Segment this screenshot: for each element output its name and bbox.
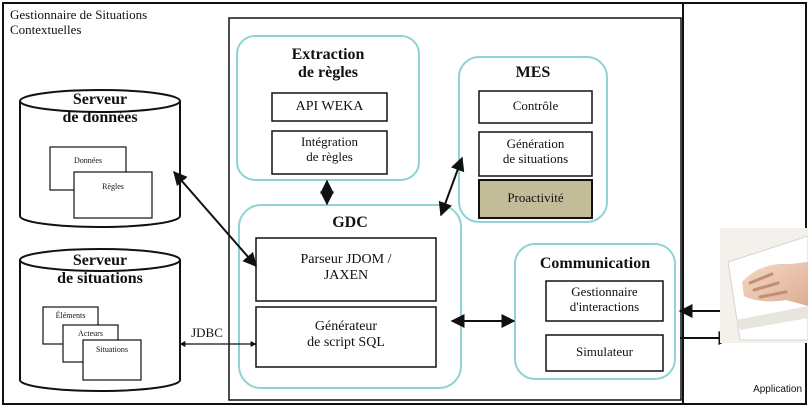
panel-gdc: [238, 204, 462, 389]
db-donnees-title-1: Serveur: [72, 91, 128, 108]
box-parseur: [255, 237, 437, 302]
doc-elements-label: Éléments: [55, 311, 86, 320]
generation-label-2: de situations: [502, 150, 569, 166]
doc-donnees-label: Données: [74, 156, 102, 165]
db-situations-title-2: de situations: [57, 270, 143, 288]
gestionnaire-label-1: Gestionnaire: [571, 284, 638, 299]
box-generation: [478, 131, 593, 177]
doc-situations: [82, 339, 142, 381]
doc-situations-label: Situations: [95, 345, 128, 354]
application-label: Application: [753, 384, 802, 395]
parseur-label-2: JAXEN: [323, 268, 369, 284]
arrow-donnees-parseur: [173, 170, 257, 268]
db-donnees-title-2: de données: [62, 109, 138, 127]
title-line-2: Contextuelles: [10, 21, 82, 37]
diagram-title: Gestionnaire de Situations Contextuelles: [10, 7, 220, 38]
parseur-label: Parseur JDOM / JAXEN: [256, 252, 436, 284]
extraction-title-1: Extraction: [291, 46, 365, 63]
extraction-title-2: de règles: [298, 64, 358, 82]
box-api-weka: [271, 92, 388, 122]
communication-title: Communication: [539, 255, 651, 272]
arrow-gdc-mes: [438, 156, 465, 217]
gestionnaire-label-2: d'interactions: [569, 298, 640, 314]
doc-regles: [73, 171, 153, 219]
generateur-label-1: Générateur: [314, 319, 378, 334]
application-hand-image: [720, 228, 808, 343]
integration-label: Intégration de règles: [272, 134, 387, 165]
integration-label-1: Intégration: [300, 134, 359, 149]
doc-regles-label: Règles: [102, 182, 124, 191]
proactivite-label: Proactivité: [507, 190, 564, 205]
panel-mes: [458, 56, 608, 223]
parseur-label-1: Parseur JDOM /: [300, 252, 392, 267]
jdbc-label: JDBC: [191, 325, 223, 340]
title-line-1: Gestionnaire de Situations: [10, 7, 148, 22]
generation-label: Génération de situations: [479, 136, 592, 167]
db-situations-title: Serveur de situations: [30, 252, 170, 289]
box-controle: [478, 90, 593, 124]
gdc-title: GDC: [332, 214, 368, 231]
db-donnees-title: Serveur de données: [30, 91, 170, 128]
box-proactivite: [478, 179, 593, 219]
generation-label-1: Génération: [506, 136, 565, 151]
extraction-title: Extraction de règles: [247, 46, 409, 83]
simulateur-label: Simulateur: [575, 344, 634, 359]
generateur-label-2: de script SQL: [307, 335, 385, 351]
db-situations-title-1: Serveur: [72, 252, 128, 269]
gestionnaire-label: Gestionnaire d'interactions: [546, 284, 663, 315]
box-gestionnaire: [545, 280, 664, 322]
api-weka-label: API WEKA: [295, 99, 364, 114]
panel-extraction: [236, 35, 420, 181]
box-generateur: [255, 306, 437, 368]
box-simulateur: [545, 334, 664, 372]
generateur-label: Générateur de script SQL: [256, 319, 436, 351]
box-integration: [271, 130, 388, 175]
mes-title: MES: [515, 64, 551, 81]
controle-label: Contrôle: [512, 98, 559, 113]
integration-label-2: de règles: [306, 148, 353, 164]
doc-acteurs-label: Acteurs: [78, 329, 103, 338]
panel-communication: [514, 243, 676, 380]
database-donnees: [19, 89, 181, 228]
